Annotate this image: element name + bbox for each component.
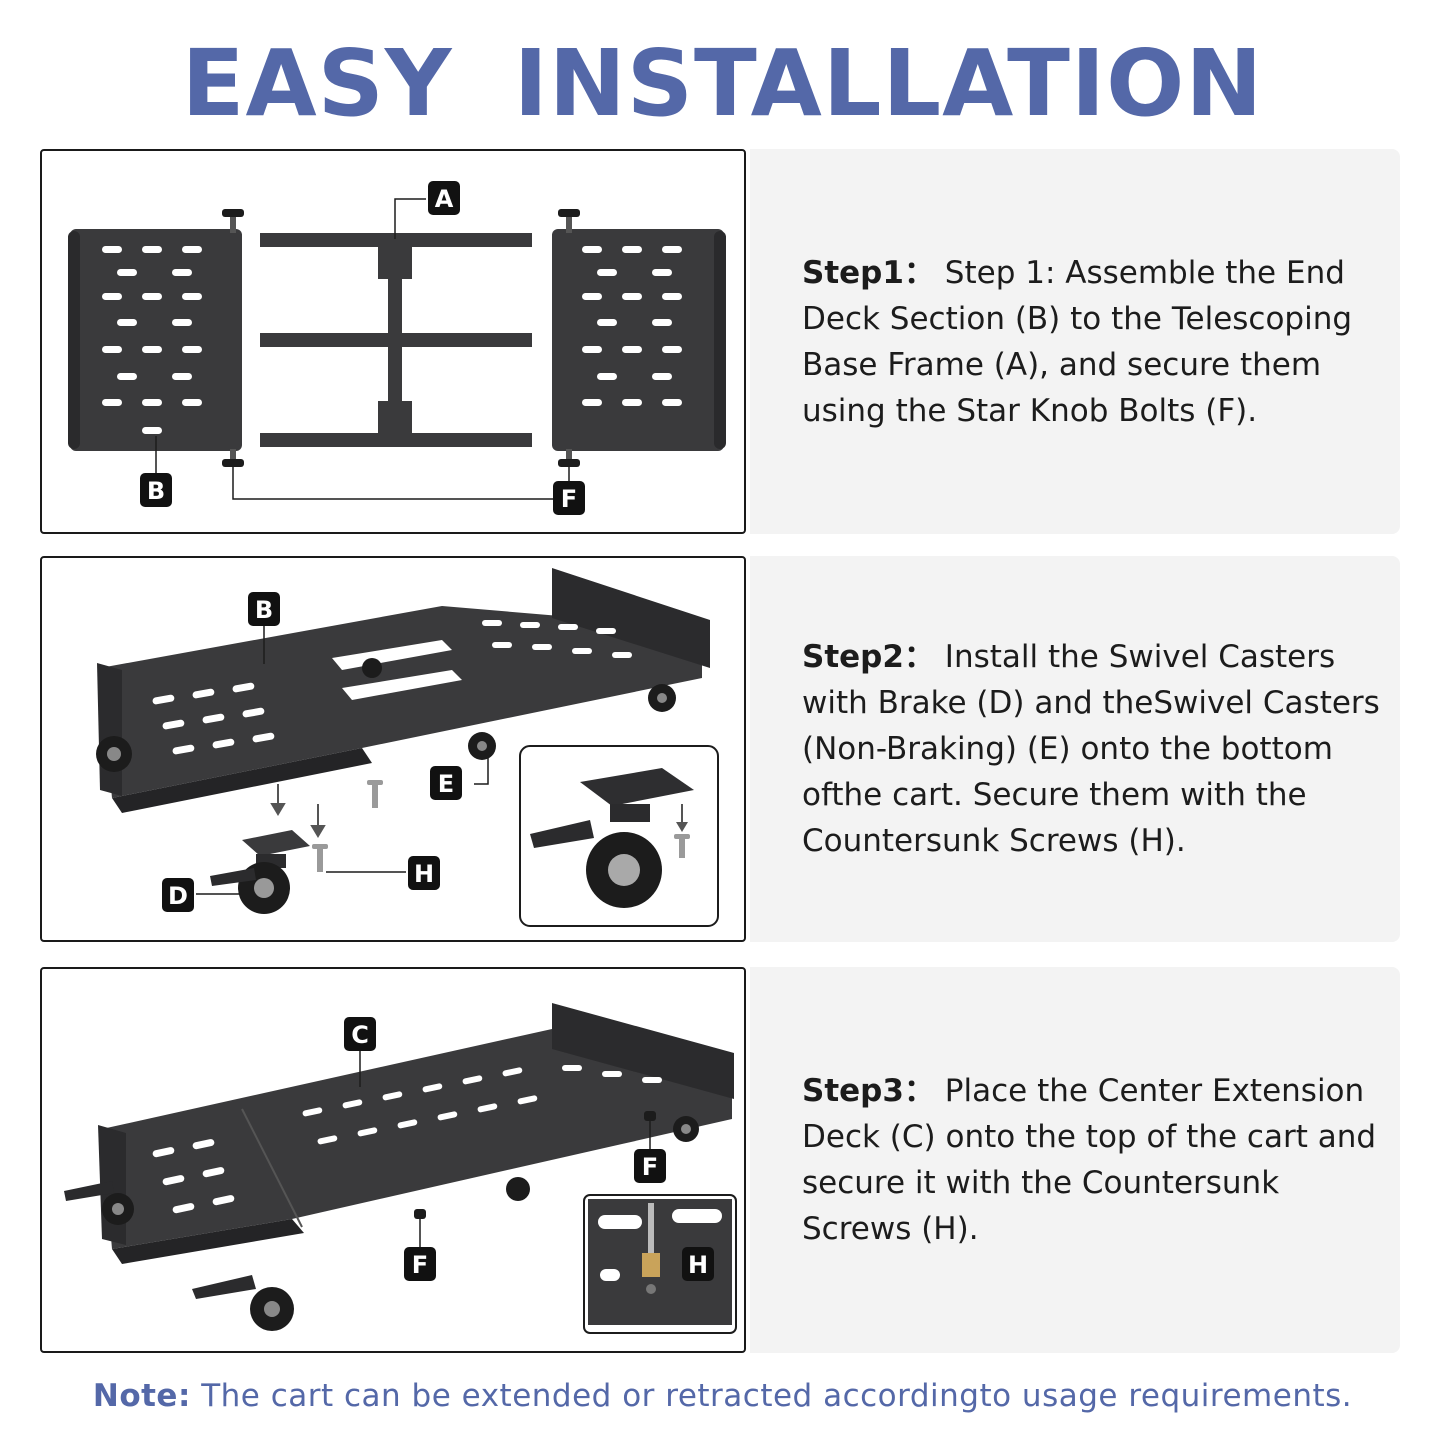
- note-label: Note:: [92, 1378, 191, 1414]
- svg-text:F: F: [412, 1251, 428, 1279]
- countersunk-screw-icon: [312, 780, 383, 872]
- step-3-row: C F F H Step3： Place the Center Extensio…: [40, 967, 1400, 1353]
- star-knob-bolt-icon: [558, 209, 580, 467]
- step-2-row: B E D H Step2： Install the Swivel Caster…: [40, 556, 1400, 942]
- svg-text:E: E: [438, 770, 454, 798]
- swivel-caster-with-brake-icon: [210, 830, 310, 914]
- callout-a: A: [428, 181, 460, 215]
- telescoping-base-frame: [260, 233, 532, 447]
- callout-f: F: [553, 481, 585, 515]
- callout-h: H: [682, 1247, 714, 1281]
- svg-text:H: H: [688, 1251, 708, 1279]
- page-title: EASY INSTALLATION: [181, 30, 1264, 137]
- step-2-label: Step2：: [802, 639, 935, 675]
- step-1-illustration: A B F: [40, 149, 746, 534]
- end-deck-left: [68, 229, 242, 451]
- end-deck-right: [552, 229, 726, 451]
- cart-with-center-deck: [98, 1003, 734, 1264]
- callout-b: B: [140, 473, 172, 507]
- svg-text:D: D: [168, 882, 188, 910]
- step-2-text-panel: Step2： Install the Swivel Casters with B…: [750, 556, 1400, 942]
- callout-c: C: [344, 1017, 376, 1051]
- caster-detail-inset: [519, 745, 719, 927]
- step-1-label: Step1：: [802, 254, 935, 291]
- step-3-body: Place the Center Extension Deck (C) onto…: [802, 1073, 1377, 1247]
- svg-text:F: F: [642, 1153, 658, 1181]
- svg-text:C: C: [351, 1021, 369, 1049]
- footer-note: Note: The cart can be extended or retrac…: [0, 1378, 1445, 1414]
- step-3-illustration: C F F H: [40, 967, 746, 1353]
- note-text: The cart can be extended or retracted ac…: [190, 1378, 1353, 1414]
- callout-f: F: [634, 1149, 666, 1183]
- svg-text:A: A: [435, 185, 454, 213]
- callout-b: B: [248, 592, 280, 626]
- step-3-description: Step3： Place the Center Extension Deck (…: [802, 1068, 1380, 1252]
- svg-text:B: B: [255, 596, 273, 624]
- svg-text:B: B: [147, 477, 165, 505]
- cart-assembly: [97, 568, 710, 813]
- callout-h: H: [408, 856, 440, 890]
- step-1-body: Step 1: Assemble the End Deck Section (B…: [802, 254, 1353, 429]
- step-2-illustration: B E D H: [40, 556, 746, 942]
- callout-d: D: [162, 878, 194, 912]
- star-knob-bolt-icon: [222, 209, 244, 467]
- step-1-description: Step1： Step 1: Assemble the End Deck Sec…: [802, 250, 1380, 434]
- svg-text:H: H: [414, 860, 434, 888]
- caster-wheel-icon: [64, 1116, 699, 1331]
- down-arrow-icon: [270, 784, 326, 838]
- step-2-body: Install the Swivel Casters with Brake (D…: [802, 639, 1380, 859]
- svg-text:F: F: [561, 485, 577, 513]
- callout-e: E: [430, 766, 462, 800]
- screw-detail-inset: [583, 1194, 737, 1334]
- step-1-text-panel: Step1： Step 1: Assemble the End Deck Sec…: [750, 149, 1400, 534]
- step-1-row: A B F Step1： Step 1: Assemble the End De…: [40, 149, 1400, 534]
- star-knob-bolt-icon: [414, 1111, 656, 1219]
- caster-wheel-icon: [96, 658, 676, 772]
- step-3-label: Step3：: [802, 1073, 935, 1109]
- step-3-text-panel: Step3： Place the Center Extension Deck (…: [750, 967, 1400, 1353]
- callout-f: F: [404, 1247, 436, 1281]
- step-2-description: Step2： Install the Swivel Casters with B…: [802, 634, 1380, 864]
